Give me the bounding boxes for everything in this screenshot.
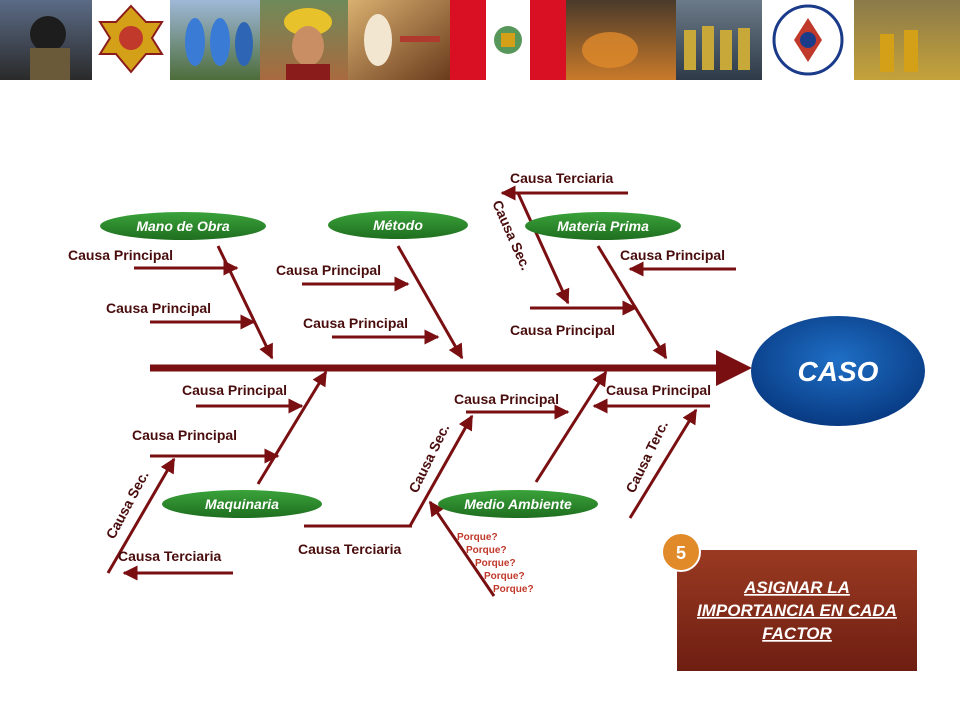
arrow-porque bbox=[428, 500, 496, 597]
category-label: Medio Ambiente bbox=[464, 496, 572, 512]
cause-label: Causa Principal bbox=[606, 382, 711, 398]
arrow-maq-sec bbox=[106, 457, 176, 574]
why-label: Porque? bbox=[493, 584, 534, 595]
category-label: Materia Prima bbox=[557, 218, 649, 234]
rib-mano-de-obra bbox=[216, 245, 274, 360]
rib-maquinaria bbox=[256, 370, 328, 485]
firefighter-portrait bbox=[260, 0, 348, 80]
rescate-peru-badge bbox=[92, 0, 170, 80]
arrow-medio-sec bbox=[408, 414, 474, 527]
category-medio-ambiente: Medio Ambiente bbox=[438, 490, 598, 518]
hazmat-team-photo bbox=[170, 0, 260, 80]
rib-medio-ambiente bbox=[534, 370, 608, 483]
arrow-materia-sec bbox=[516, 192, 570, 305]
cause-label: Causa Principal bbox=[510, 322, 615, 338]
category-materia-prima: Materia Prima bbox=[525, 212, 681, 240]
cause-label: Causa Principal bbox=[182, 382, 287, 398]
hermandad-de-bomberos-logo bbox=[762, 0, 854, 80]
why-label: Porque? bbox=[475, 558, 516, 569]
cause-label: Causa Principal bbox=[132, 427, 237, 443]
cause-label: Causa Terc. bbox=[622, 418, 671, 495]
cause-label: Causa Principal bbox=[454, 391, 559, 407]
why-label: Porque? bbox=[466, 545, 507, 556]
category-mano-de-obra: Mano de Obra bbox=[100, 212, 266, 240]
cause-label: Causa Terciaria bbox=[118, 548, 221, 564]
firefighter-photo bbox=[0, 0, 92, 80]
task-line-2: IMPORTANCIA EN CADA bbox=[697, 601, 897, 620]
cause-label: Causa Terciaria bbox=[298, 541, 401, 557]
religious-painting bbox=[348, 0, 450, 80]
peru-flag bbox=[450, 0, 566, 80]
header-banner bbox=[0, 0, 960, 80]
cause-label: Causa Principal bbox=[620, 247, 725, 263]
category-label: Mano de Obra bbox=[136, 218, 230, 234]
task-box: ASIGNAR LA IMPORTANCIA EN CADA FACTOR bbox=[677, 550, 917, 671]
step-number: 5 bbox=[676, 543, 686, 563]
cause-label: Causa Sec. bbox=[489, 198, 534, 273]
team-photo bbox=[676, 0, 762, 80]
category-label: Maquinaria bbox=[205, 496, 279, 512]
cause-label: Causa Principal bbox=[303, 315, 408, 331]
case-label: CASO bbox=[798, 356, 879, 387]
fire-scene-photo bbox=[566, 0, 676, 80]
case-node: CASO bbox=[751, 316, 925, 426]
cause-label: Causa Principal bbox=[276, 262, 381, 278]
task-line-1: ASIGNAR LA bbox=[743, 578, 850, 597]
cause-label: Causa Sec. bbox=[405, 421, 452, 495]
cause-label: Causa Sec. bbox=[103, 468, 152, 541]
category-maquinaria: Maquinaria bbox=[162, 490, 322, 518]
rib-metodo bbox=[396, 245, 464, 360]
fire-training-photo bbox=[854, 0, 960, 80]
task-line-3: FACTOR bbox=[762, 624, 832, 643]
cause-label: Causa Terciaria bbox=[510, 170, 613, 186]
why-chain: Porque? Porque? Porque? Porque? Porque? bbox=[457, 532, 534, 595]
cause-label: Causa Principal bbox=[68, 247, 173, 263]
step-badge: 5 bbox=[661, 532, 701, 572]
category-metodo: Método bbox=[328, 211, 468, 239]
category-label: Método bbox=[373, 217, 423, 233]
why-label: Porque? bbox=[484, 571, 525, 582]
cause-label: Causa Principal bbox=[106, 300, 211, 316]
why-label: Porque? bbox=[457, 532, 498, 543]
spine-arrowhead bbox=[716, 350, 752, 386]
arrow-medio-terc bbox=[628, 408, 698, 519]
